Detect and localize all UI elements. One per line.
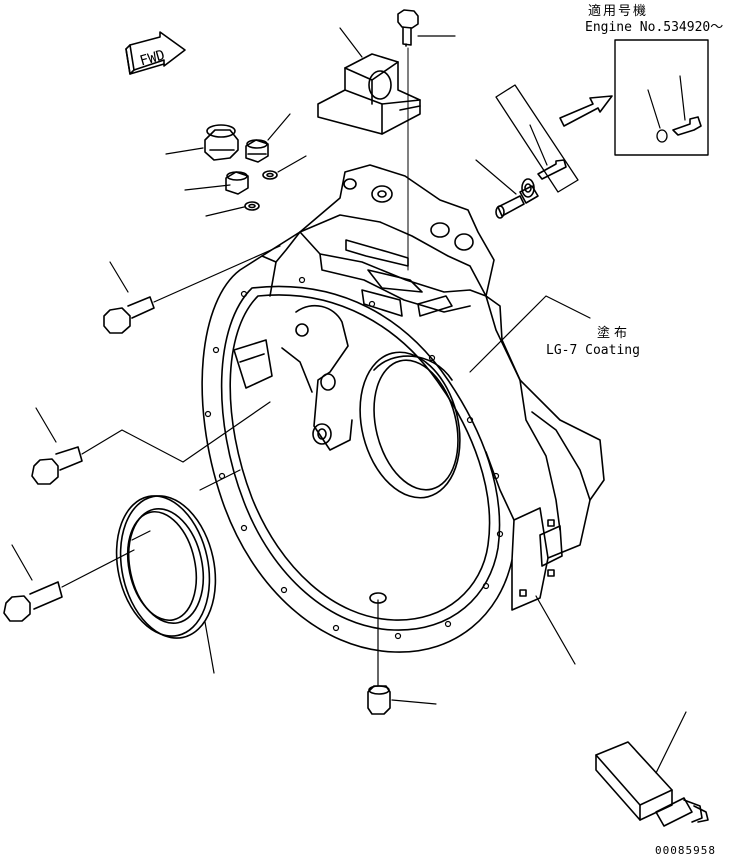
flywheel-housing — [201, 164, 605, 653]
engine-number-label: Engine No.534920～ — [585, 20, 723, 35]
plug-lower — [184, 171, 249, 195]
bolt-upper-left — [103, 245, 281, 334]
lifting-bracket — [317, 27, 421, 135]
fwd-label: FWD — [138, 47, 167, 69]
applicability-note: 適用号機 Engine No.534920～ — [585, 3, 723, 156]
washer-a — [262, 155, 307, 180]
bolt-middle-left — [31, 401, 271, 485]
oil-seal — [115, 469, 241, 674]
washer-b — [205, 201, 260, 217]
applicability-heading: 適用号機 — [588, 3, 648, 19]
coating-label-en: LG-7 Coating — [546, 343, 640, 358]
fwd-arrow: FWD — [125, 31, 186, 75]
flange-holes — [204, 276, 504, 640]
sensor-bolt-callout-box — [495, 84, 579, 193]
bolt-lower-left — [3, 544, 135, 622]
speed-sensor — [475, 159, 539, 219]
dowel-pin — [367, 599, 437, 715]
plug-upper — [245, 113, 291, 163]
figure-number: 00085958 — [655, 844, 716, 857]
insert-tool — [595, 711, 709, 827]
detail-arrow — [559, 95, 613, 127]
coating-callout: 塗布 LG-7 Coating — [469, 295, 640, 373]
top-bolt — [397, 9, 456, 47]
coating-label-jp: 塗布 — [597, 325, 631, 341]
detail-washer — [656, 129, 668, 143]
detail-bolt — [647, 75, 702, 143]
pressure-switch — [165, 124, 239, 161]
housing-leader — [535, 595, 576, 665]
detail-box — [614, 39, 709, 156]
